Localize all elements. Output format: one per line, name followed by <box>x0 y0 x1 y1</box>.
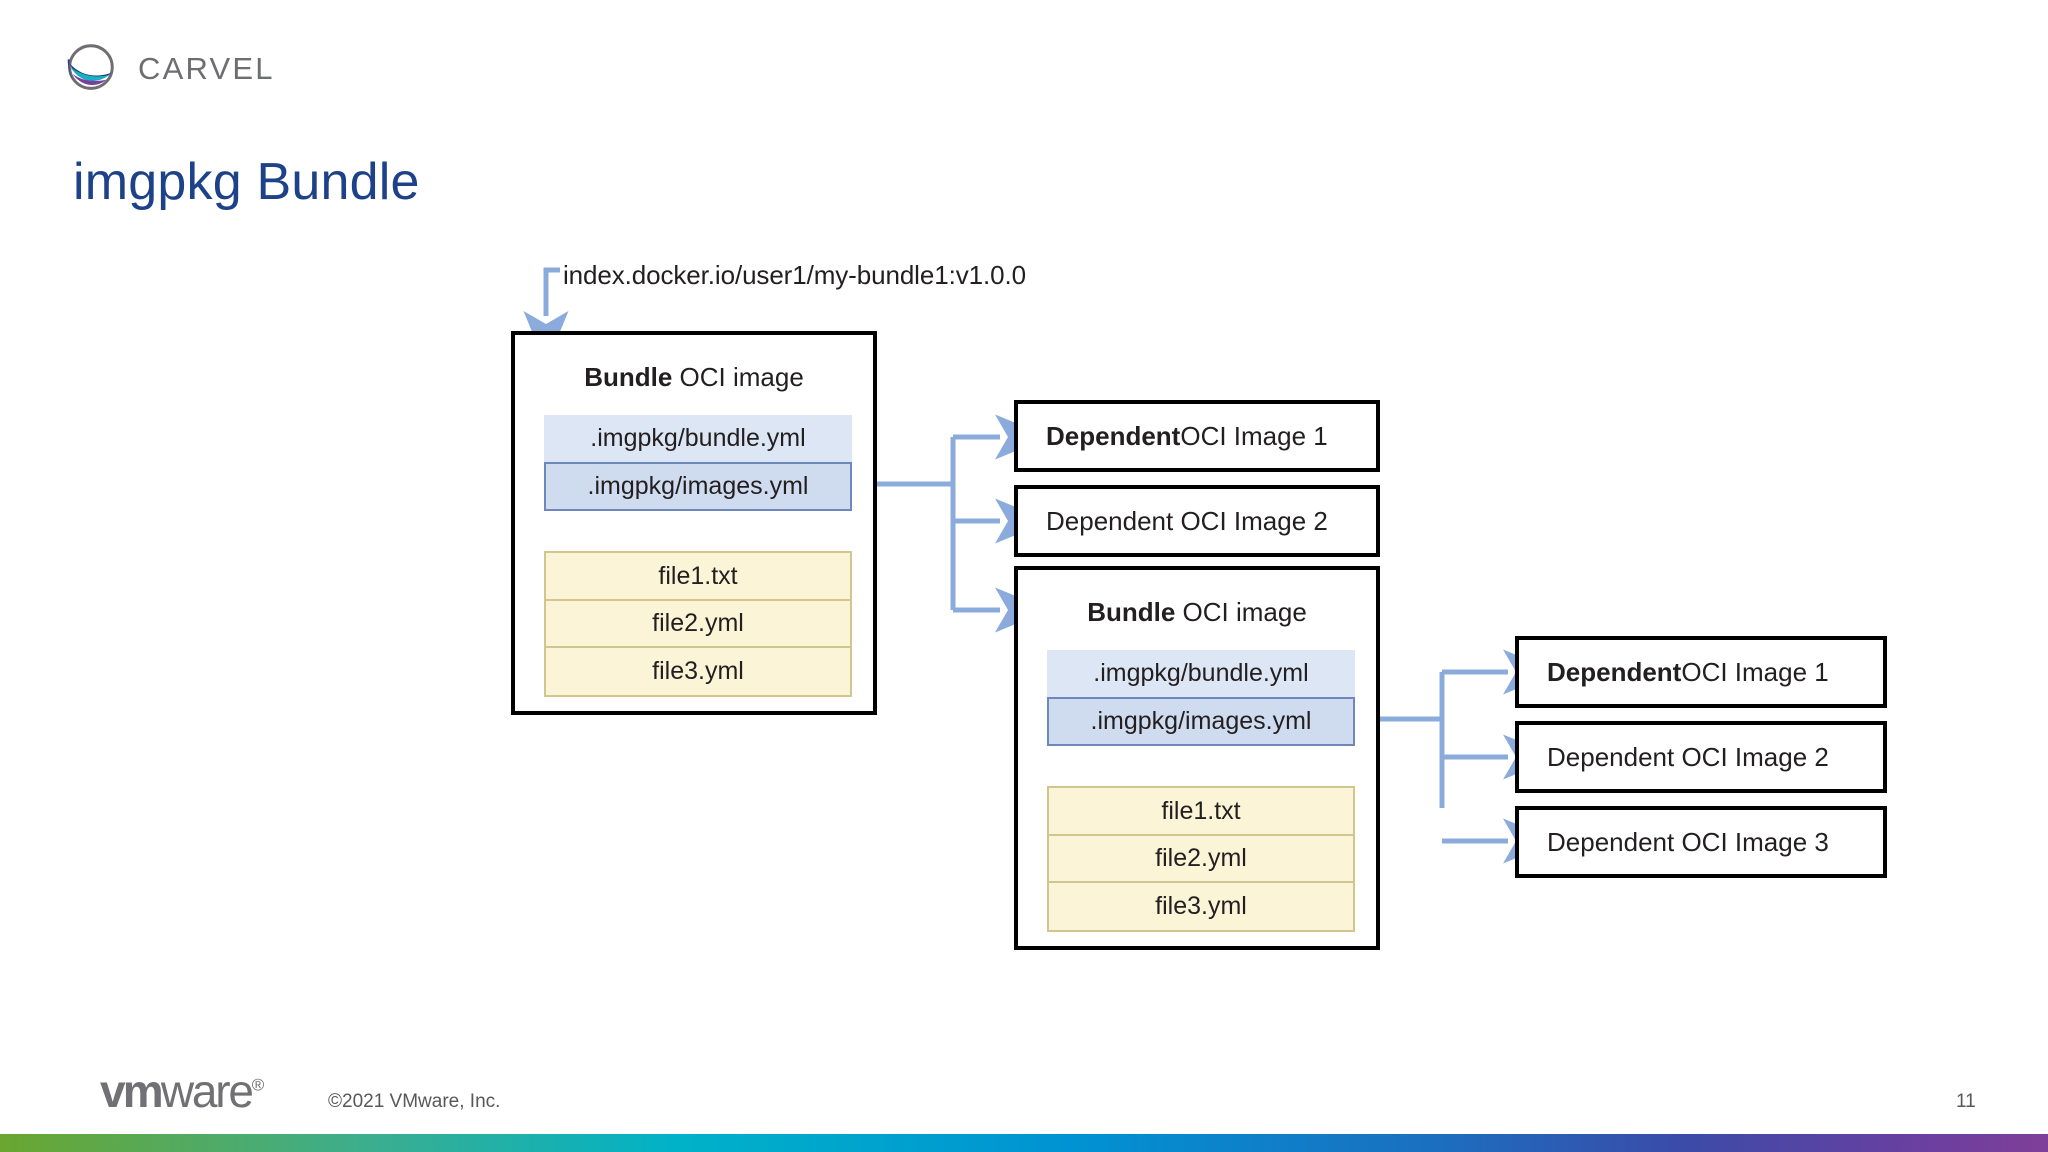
file-row[interactable]: file3.yml <box>652 657 744 685</box>
outer-images-yml-label: .imgpkg/images.yml <box>587 472 809 500</box>
registered-trademark-icon: ® <box>251 1075 265 1095</box>
dependent-oci-image-2-mid[interactable]: Dependent OCI Image 2 <box>1014 485 1380 557</box>
nested-bundle-box: Bundle OCI image .imgpkg/bundle.yml .img… <box>1014 566 1380 950</box>
nested-bundle-connectors <box>1378 649 1558 864</box>
nested-bundle-yml-label: .imgpkg/bundle.yml <box>1093 659 1309 687</box>
outer-bundle-yml-label: .imgpkg/bundle.yml <box>590 424 806 452</box>
bundle-url-label: index.docker.io/user1/my-bundle1:v1.0.0 <box>563 260 1026 290</box>
dependent-oci-image-1-mid[interactable]: Dependent OCI Image 1 <box>1014 400 1380 472</box>
vmware-logo-ware: ware <box>160 1065 254 1117</box>
carvel-brand: CARVEL <box>58 38 275 100</box>
vmware-logo-vm: vm <box>100 1065 164 1117</box>
outer-bundle-connectors <box>877 414 1050 633</box>
dep-mid-2-label: Dependent OCI Image 2 <box>1046 505 1328 536</box>
outer-bundle-file-stack: file1.txt file2.yml file3.yml <box>544 551 852 697</box>
dep-mid-1-bold: Dependent <box>1046 420 1181 451</box>
outer-bundle-heading: Bundle OCI image <box>515 362 873 393</box>
carvel-boat-icon <box>67 44 114 90</box>
page-number: 11 <box>1956 1091 1976 1112</box>
outer-bundle-yml-row[interactable]: .imgpkg/bundle.yml <box>544 415 852 462</box>
dep-right-2-label: Dependent OCI Image 2 <box>1547 741 1829 772</box>
page-title: imgpkg Bundle <box>73 153 420 211</box>
dependent-oci-image-1-right[interactable]: Dependent OCI Image 1 <box>1515 636 1887 708</box>
outer-bundle-heading-bold: Bundle <box>584 362 673 392</box>
file-row[interactable]: file1.txt <box>546 553 850 601</box>
dep-right-1-rest: OCI Image 1 <box>1681 656 1829 687</box>
nested-bundle-yml-row[interactable]: .imgpkg/bundle.yml <box>1047 650 1355 697</box>
vmware-logo: vmware® <box>100 1068 264 1114</box>
url-callout-arrow <box>523 267 569 366</box>
nested-bundle-file-stack: file1.txt file2.yml file3.yml <box>1047 786 1355 932</box>
dependent-oci-image-3-right[interactable]: Dependent OCI Image 3 <box>1515 806 1887 878</box>
file-row[interactable]: file3.yml <box>1155 892 1247 920</box>
dep-mid-1-rest: OCI Image 1 <box>1180 420 1328 451</box>
dep-right-3-label: Dependent OCI Image 3 <box>1547 826 1829 857</box>
dep-right-1-bold: Dependent <box>1547 656 1682 687</box>
outer-bundle-box: Bundle OCI image .imgpkg/bundle.yml .img… <box>511 331 877 715</box>
copyright-text: ©2021 VMware, Inc. <box>328 1091 501 1112</box>
file-row[interactable]: file2.yml <box>546 601 850 648</box>
nested-images-yml-label: .imgpkg/images.yml <box>1090 707 1312 735</box>
carvel-brand-name: CARVEL <box>138 51 275 86</box>
outer-bundle-heading-rest: OCI image <box>672 362 804 392</box>
file-row[interactable]: file2.yml <box>1049 836 1353 883</box>
nested-bundle-heading: Bundle OCI image <box>1018 597 1376 628</box>
brand-gradient-bar <box>0 1134 2048 1152</box>
outer-images-yml-row[interactable]: .imgpkg/images.yml <box>544 462 852 511</box>
nested-bundle-heading-rest: OCI image <box>1175 597 1307 627</box>
dependent-oci-image-2-right[interactable]: Dependent OCI Image 2 <box>1515 721 1887 793</box>
nested-bundle-heading-bold: Bundle <box>1087 597 1176 627</box>
nested-images-yml-row[interactable]: .imgpkg/images.yml <box>1047 697 1355 746</box>
file-row[interactable]: file1.txt <box>1049 788 1353 836</box>
